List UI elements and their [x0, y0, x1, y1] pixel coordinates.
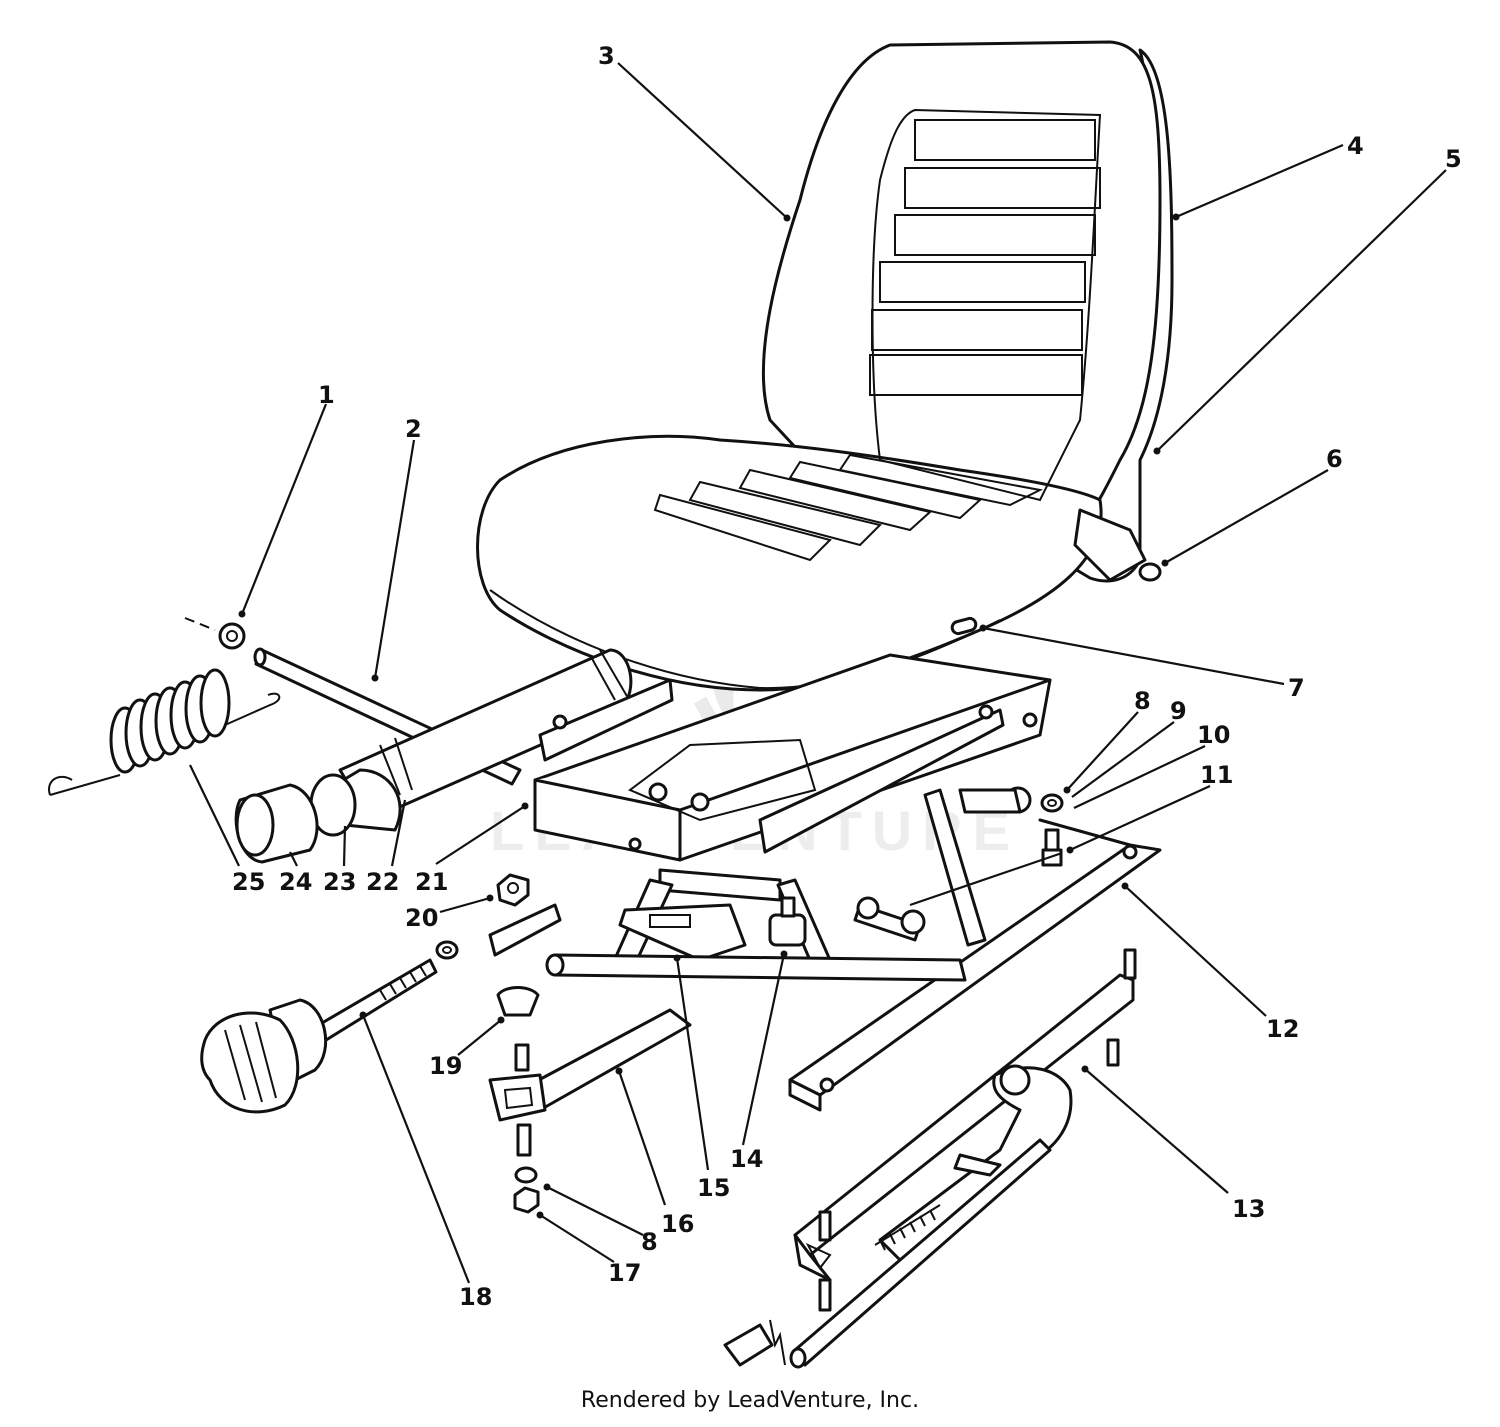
scissor-mechanism [608, 786, 1032, 977]
rod-grip [723, 1323, 774, 1367]
seat-hinge-bracket [1073, 508, 1147, 582]
hardware [496, 793, 1064, 1214]
callout-15: 15 [697, 1174, 730, 1202]
washer-9-10 [1040, 793, 1064, 813]
callout-24: 24 [279, 868, 312, 896]
callout-20: 20 [405, 904, 438, 932]
nut-20 [496, 873, 530, 907]
seat-bumper-6 [1138, 562, 1162, 582]
callout-23: 23 [323, 868, 356, 896]
nut-17 [513, 1186, 540, 1214]
washer-near-knob [435, 940, 459, 960]
bumper-14 [768, 896, 807, 947]
callout-16: 16 [661, 1210, 694, 1238]
cap-nut-19 [496, 986, 540, 1017]
callout-10: 10 [1197, 721, 1230, 749]
upper-plate-21 [533, 653, 1052, 862]
seat-cushion-ribs [653, 453, 1044, 562]
lower-rail-13 [723, 948, 1137, 1369]
washer-8-lower [514, 1166, 538, 1184]
callout-13: 13 [1232, 1195, 1265, 1223]
callout-5: 5 [1445, 145, 1462, 173]
upper-rail-right [758, 708, 1005, 854]
callout-numbers: 1 2 3 4 5 6 7 8 9 10 11 12 13 14 15 16 8… [232, 42, 1462, 1311]
seat-back-ribs [869, 119, 1101, 396]
callout-21: 21 [415, 868, 448, 896]
seat [476, 40, 1174, 692]
callout-8-lower: 8 [641, 1228, 658, 1256]
seat-cushion [476, 434, 1103, 692]
callout-11: 11 [1200, 761, 1233, 789]
bolt-11 [1041, 828, 1063, 867]
seat-back-insert [871, 108, 1102, 502]
callout-12: 12 [1266, 1015, 1299, 1043]
callout-4: 4 [1347, 132, 1364, 160]
spring-25 [48, 668, 281, 796]
bar-16 [518, 1008, 692, 1112]
seat-pin-7 [950, 616, 978, 636]
callout-14: 14 [730, 1145, 763, 1173]
callout-25: 25 [232, 868, 265, 896]
callout-9: 9 [1170, 697, 1187, 725]
callout-19: 19 [429, 1052, 462, 1080]
latch-spring [874, 1204, 941, 1251]
tube-assembly [48, 617, 633, 864]
callout-8: 8 [1134, 687, 1151, 715]
latch-block-15 [618, 903, 747, 962]
callout-1: 1 [318, 381, 335, 409]
callout-18: 18 [459, 1283, 492, 1311]
callout-2: 2 [405, 415, 422, 443]
clip-1 [218, 622, 246, 650]
base-frame [488, 818, 1162, 1122]
leader-dots [238, 213, 1180, 1219]
knob-assembly-18 [200, 940, 459, 1114]
callout-7: 7 [1288, 674, 1305, 702]
rendered-by-footer: Rendered by LeadVenture, Inc. [580, 1388, 920, 1413]
bracket-left [488, 1073, 547, 1122]
callout-22: 22 [366, 868, 399, 896]
upper-rail-left [538, 678, 674, 762]
callout-3: 3 [598, 42, 615, 70]
callout-6: 6 [1326, 445, 1343, 473]
callout-17: 17 [608, 1259, 641, 1287]
leader-lines [189, 62, 1447, 1284]
adjust-screw-18 [308, 958, 438, 1047]
